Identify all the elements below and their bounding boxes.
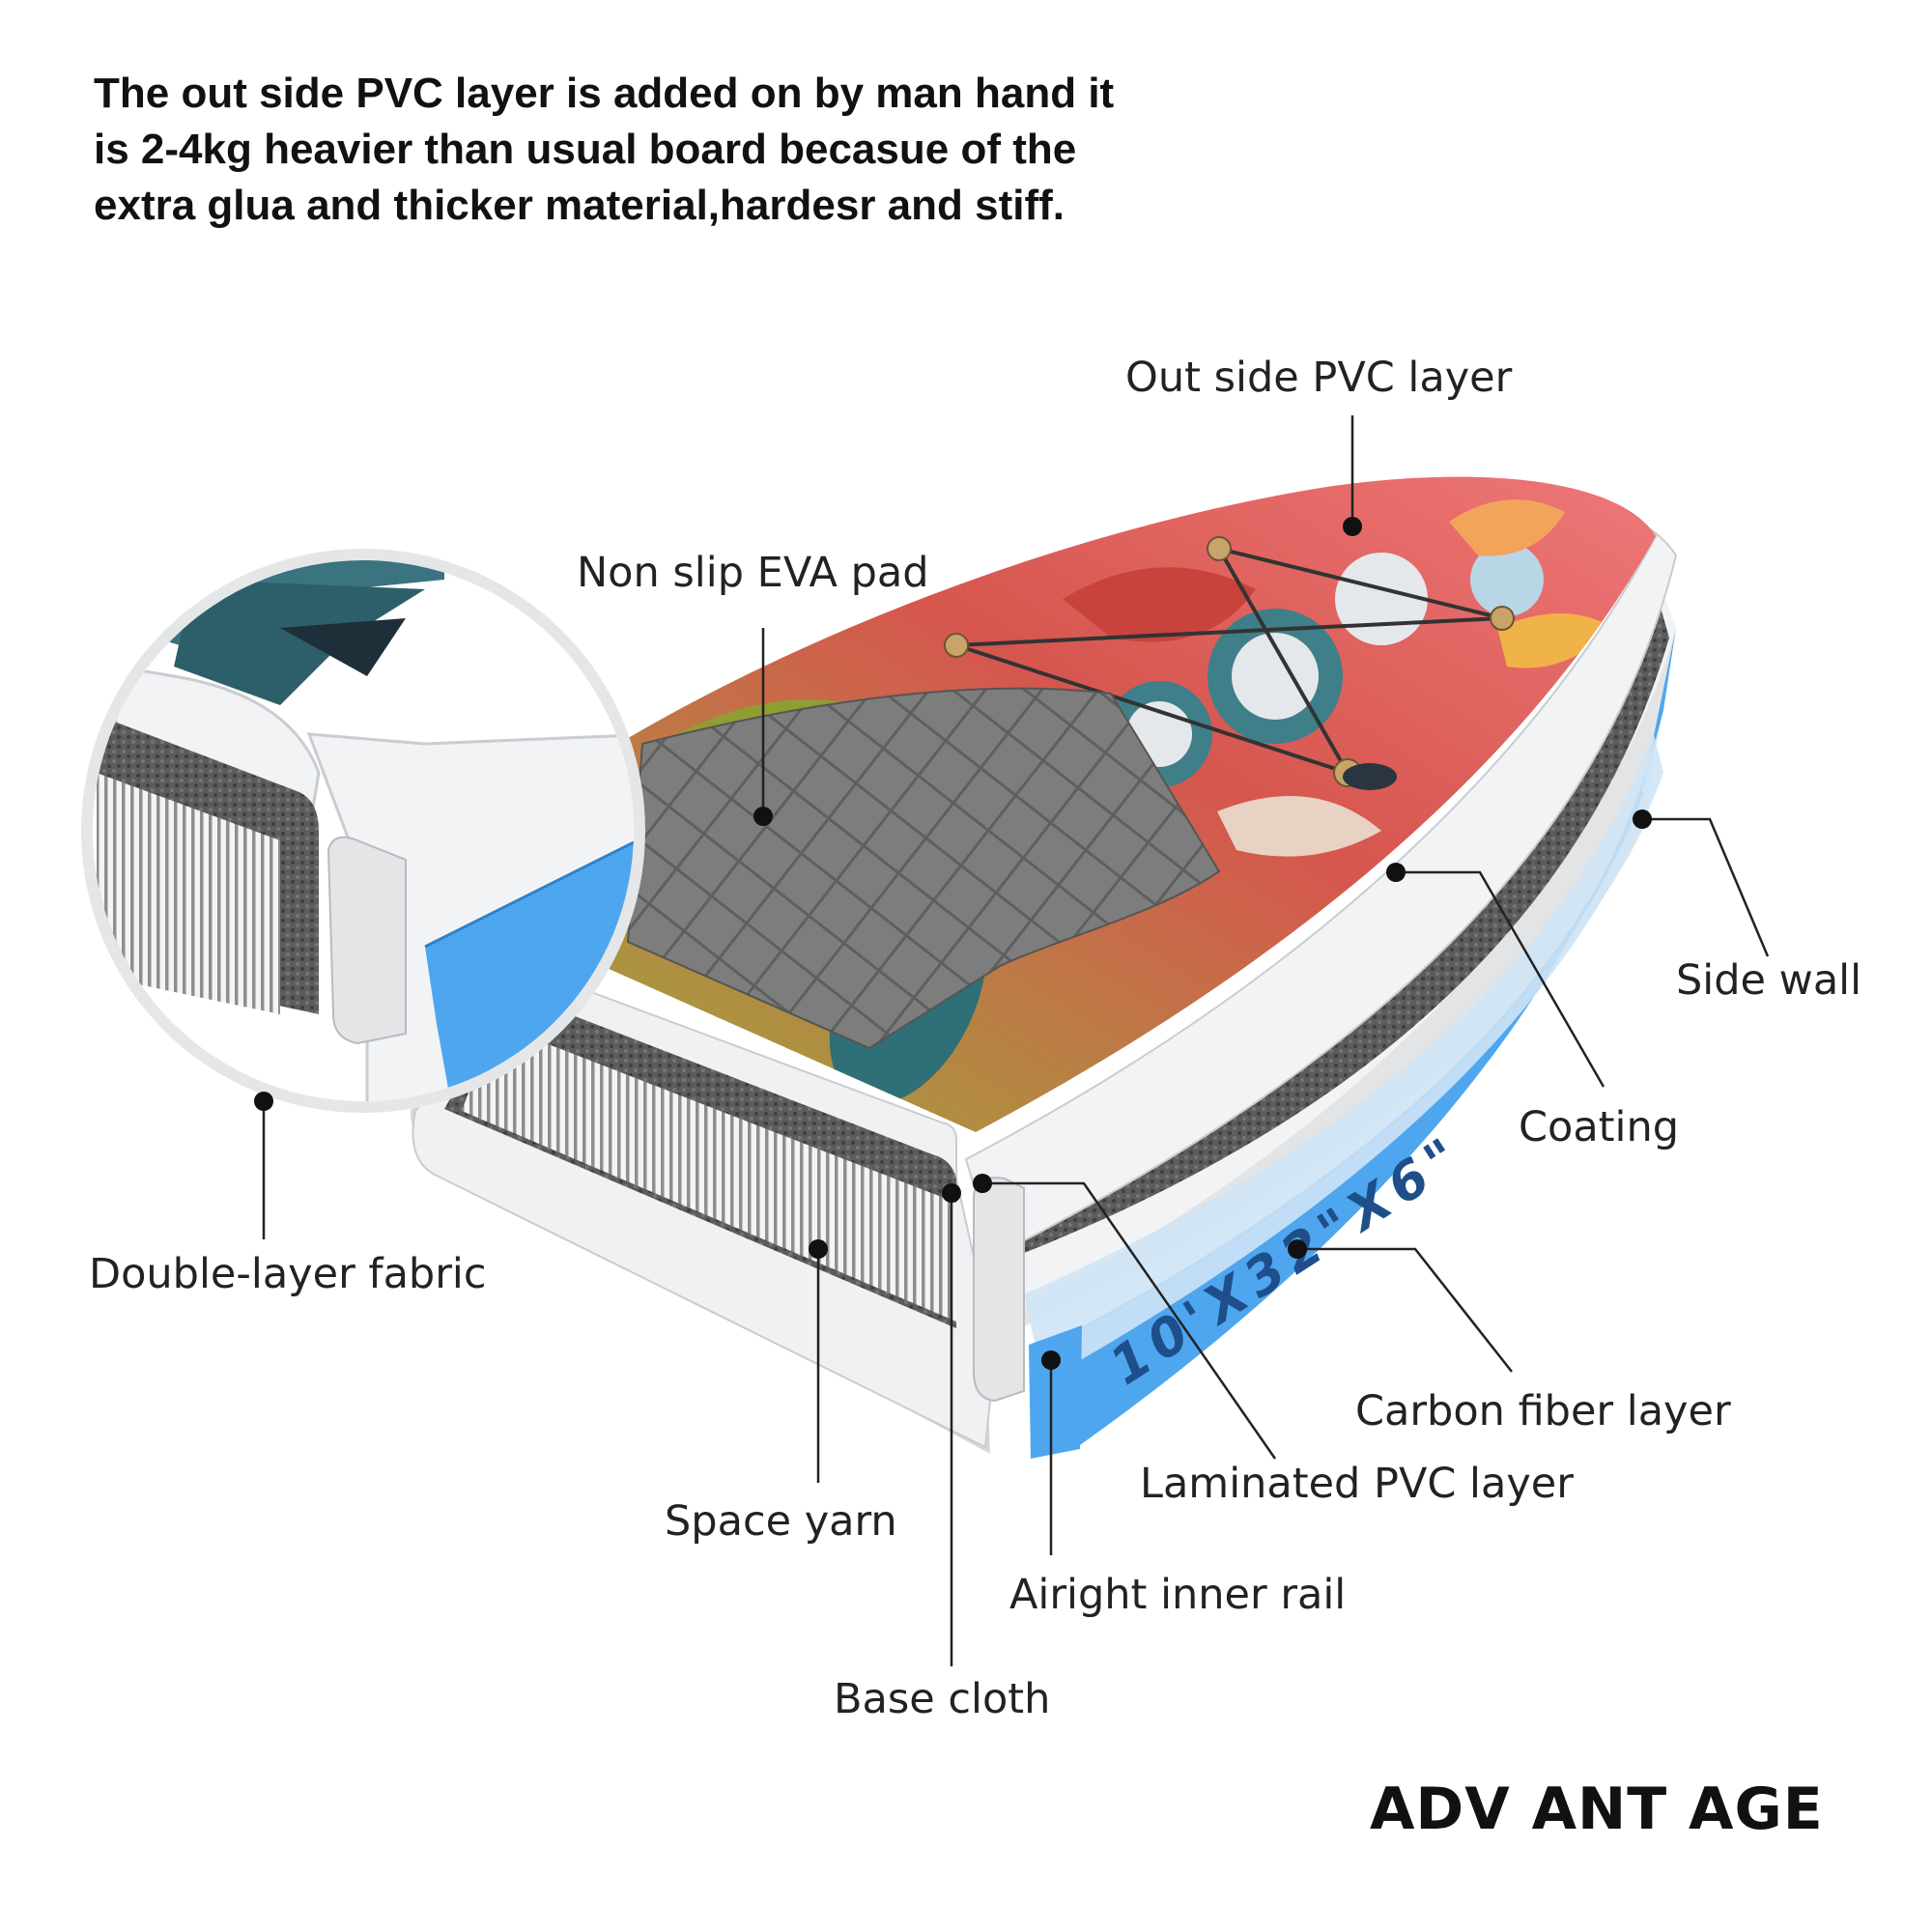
label-carbon-fiber: Carbon fiber layer: [1355, 1387, 1731, 1435]
section-space-yarn: [462, 1038, 956, 1321]
section-inner-rail: [973, 1177, 1025, 1403]
leader-carbon-fiber: [1297, 1247, 1513, 1373]
side-wall-blue-rail: [1077, 628, 1676, 1447]
intro-line-2: is 2-4kg heavier than usual board becasu…: [94, 126, 1077, 173]
leader-laminated-pvc: [982, 1181, 1277, 1460]
intro-line-3: extra glua and thicker material,hardesr …: [94, 182, 1065, 229]
intro-line-1: The out side PVC layer is added on by ma…: [94, 70, 1115, 117]
label-side-wall: Side wall: [1676, 956, 1862, 1005]
leader-dots: [254, 517, 1652, 1370]
leader-coating: [1396, 870, 1605, 1088]
leader-lines: [262, 415, 1770, 1666]
eva-pad: [626, 687, 1221, 1050]
label-eva-pad: Non slip EVA pad: [577, 549, 929, 597]
label-inner-rail: Airight inner rail: [1009, 1571, 1347, 1619]
intro-text: The out side PVC layer is added on by ma…: [94, 66, 1301, 234]
label-double-fabric: Double-layer fabric: [89, 1250, 487, 1298]
label-space-yarn: Space yarn: [665, 1497, 897, 1546]
label-laminated-pvc: Laminated PVC layer: [1140, 1460, 1574, 1508]
label-base-cloth: Base cloth: [834, 1675, 1051, 1723]
label-outside-pvc: Out side PVC layer: [1125, 354, 1513, 402]
label-coating: Coating: [1519, 1103, 1680, 1151]
leader-side-wall: [1642, 817, 1770, 957]
footer-advantage: ADV ANT AGE: [1370, 1776, 1824, 1843]
bungee-cords: [955, 547, 1503, 775]
